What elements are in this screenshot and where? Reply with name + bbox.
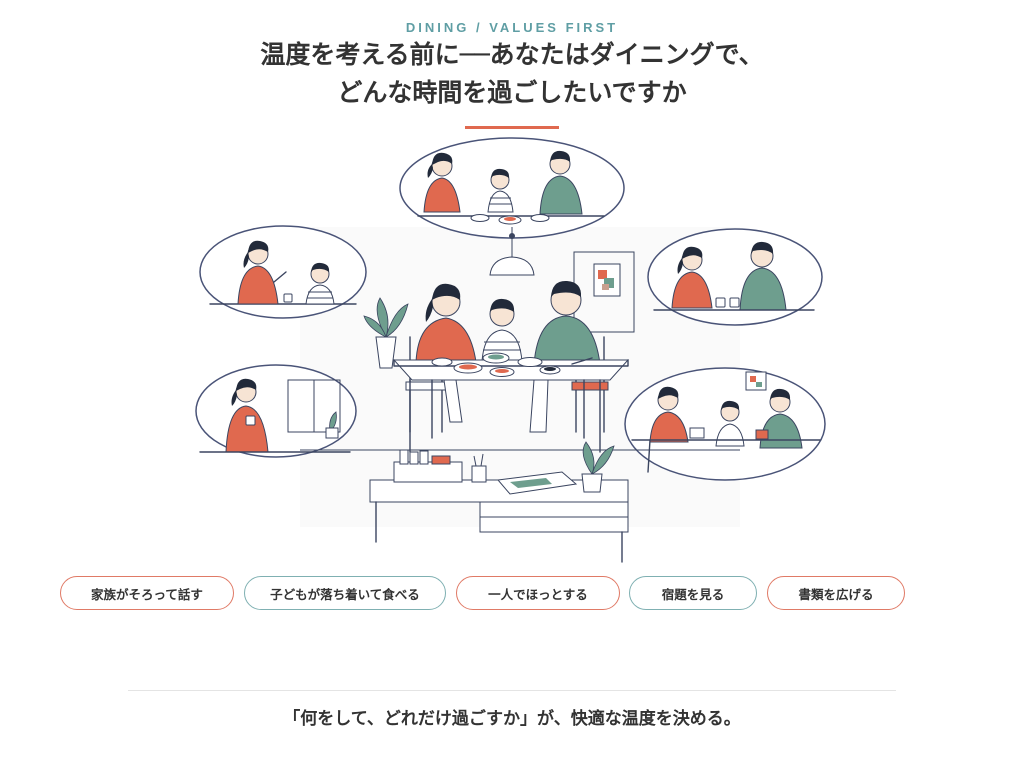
scene-couple-right [647, 228, 823, 326]
title-line-2: どんな時間を過ごしたいですか [337, 78, 687, 107]
scene-central-dining [300, 227, 740, 453]
scene-family-meal-top [399, 137, 625, 239]
dining-illustration: .ln { fill: none; stroke: #3b4560; strok… [195, 137, 826, 563]
title-accent-bar [465, 126, 559, 129]
chip-homework[interactable]: 宿題を見る [629, 576, 757, 610]
chip-relax-alone[interactable]: 一人でほっとする [456, 576, 620, 610]
scene-homework-right [624, 367, 826, 481]
activity-chips: 家族がそろって話す 子どもが落ち着いて食べる 一人でほっとする 宿題を見る 書類… [0, 576, 1024, 612]
scene-talking-left [199, 225, 367, 319]
scene-alone-left [195, 364, 357, 458]
chip-family-talk[interactable]: 家族がそろって話す [60, 576, 234, 610]
chip-paperwork[interactable]: 書類を広げる [767, 576, 905, 610]
chip-kids-eat-calmly[interactable]: 子どもが落ち着いて食べる [244, 576, 446, 610]
sideboard [369, 441, 629, 563]
footer-divider [128, 690, 896, 691]
page-title: 温度を考える前に──あなたはダイニングで、 どんな時間を過ごしたいですか [0, 36, 1024, 112]
footer-message: 「何をして、どれだけ過ごすか」が、快適な温度を決める。 [283, 709, 741, 729]
title-line-1: 温度を考える前に──あなたはダイニングで、 [260, 40, 764, 69]
section-eyebrow: DINING / VALUES FIRST [405, 20, 619, 35]
